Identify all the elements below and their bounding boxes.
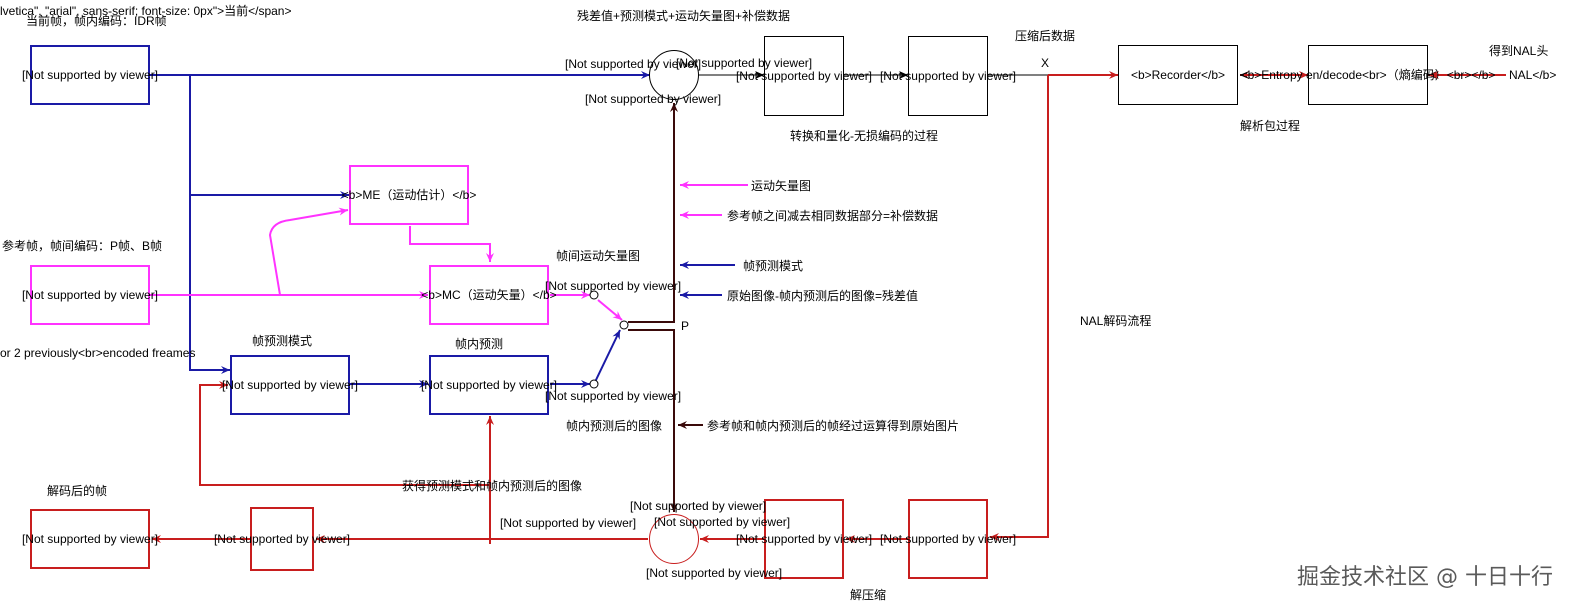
- entropy-box: <b>Entropy en/decode<br>（熵编码）<br></b>: [1241, 45, 1495, 105]
- decoded-box: [Not supported by viewer]: [22, 509, 158, 569]
- intra-pred-image-label: 帧内预测后的图像: [566, 419, 663, 433]
- nsv-label-bot-a: [Not supported by viewer]: [630, 499, 767, 513]
- recorder-box-text: <b>Recorder</b>: [1130, 68, 1226, 82]
- frame-pred-mode-right-label: 帧预测模式: [743, 259, 804, 273]
- entropy-box-text: <b>Entropy en/decode<br>（熵编码）<br></b>: [1240, 68, 1496, 82]
- ref-subtract-label: 参考帧之间减去相同数据部分=补偿数据: [727, 209, 939, 223]
- nsv-label-top-c: [Not supported by viewer]: [585, 92, 722, 106]
- quant-box-text: [Not supported by viewer]: [879, 69, 1017, 83]
- current-frame-label: 当前帧，帧内编码：IDR帧: [26, 14, 167, 28]
- filter-box: [Not supported by viewer]: [214, 507, 350, 571]
- sum-circle-bottom: [649, 514, 699, 564]
- recorder-box: <b>Recorder</b>: [1118, 45, 1238, 105]
- nsv-label-top-a: [Not supported by viewer]: [565, 57, 702, 71]
- decoded-frame-label: 解码后的帧: [47, 484, 108, 498]
- nsv-label-bot-b: [Not supported by viewer]: [500, 516, 637, 530]
- current-frame-box-text: [Not supported by viewer]: [21, 68, 159, 82]
- inter-mv-map-label: 帧间运动矢量图: [556, 249, 641, 263]
- ref-frame-box-text: [Not supported by viewer]: [21, 288, 159, 302]
- ref-frame-box: [Not supported by viewer]: [22, 265, 158, 325]
- edge-switch-to-sum: [628, 103, 678, 323]
- edge-quant-down: [990, 75, 1049, 541]
- ref-intra-desc-label: 参考帧和帧内预测后的帧经过运算得到原始图片: [707, 419, 960, 433]
- switch-node-intra: [589, 379, 599, 389]
- current-frame-box: [Not supported by viewer]: [22, 45, 158, 105]
- ref-frame-label: 参考帧，帧间编码：P帧、B帧: [2, 239, 163, 253]
- me-box-text: <b>ME（运动估计）</b>: [341, 188, 477, 202]
- nsv-label-mid-a: [Not supported by viewer]: [545, 279, 682, 293]
- intra-box-text: [Not supported by viewer]: [420, 378, 558, 392]
- inv-transform-box: [Not supported by viewer]: [736, 499, 872, 579]
- nal-end-label: NAL</b>: [1509, 68, 1557, 82]
- edge-switch-up: [594, 329, 621, 383]
- mc-box-text: <b>MC（运动矢量）</b>: [421, 288, 557, 302]
- nsv-label-bot-c: [Not supported by viewer]: [654, 515, 791, 529]
- nsv-label-top-b: [Not supported by viewer]: [676, 56, 813, 70]
- frame-pred-mode-label: 帧预测模式: [252, 334, 313, 348]
- encoded-frames-label: or 2 previously<br>encoded freames: [0, 346, 196, 360]
- x-mark-label: X: [1041, 56, 1050, 70]
- sum-circle-top: [649, 50, 699, 100]
- mc-box: <b>MC（运动矢量）</b>: [421, 265, 557, 325]
- nsv-label-bot-d: [Not supported by viewer]: [646, 566, 783, 580]
- intra-box: [Not supported by viewer]: [421, 355, 557, 415]
- transform-quant-label: 转换和量化-无损编码的过程: [790, 129, 938, 143]
- nsv-label-mid-b: [Not supported by viewer]: [545, 389, 682, 403]
- decoded-box-text: [Not supported by viewer]: [21, 532, 159, 546]
- transform-box-text: [Not supported by viewer]: [735, 69, 873, 83]
- blue-connectors: [150, 71, 735, 388]
- me-box: <b>ME（运动估计）</b>: [342, 165, 476, 225]
- compressed-data-label: 压缩后数据: [1015, 29, 1076, 43]
- quant-box: [Not supported by viewer]: [880, 36, 1016, 116]
- switch-node-p: [619, 320, 629, 330]
- transform-box: [Not supported by viewer]: [736, 36, 872, 116]
- edge-ref-to-me: [268, 207, 349, 296]
- edge-p-down: [628, 329, 678, 512]
- filter-box-text: [Not supported by viewer]: [213, 532, 351, 546]
- inv-quant-box: [Not supported by viewer]: [880, 499, 1016, 579]
- residual-desc-label: 原始图像-帧内预测后的图像=残差值: [727, 289, 919, 303]
- p-mark-label: P: [681, 319, 690, 333]
- mv-map-label: 运动矢量图: [751, 179, 812, 193]
- edge-to-pred: [199, 381, 490, 486]
- inv-transform-box-text: [Not supported by viewer]: [736, 532, 873, 546]
- get-nal-header-label: 得到NAL头: [1489, 44, 1549, 58]
- edge-me-to-mc: [409, 226, 494, 262]
- pred-mode-box-text: [Not supported by viewer]: [221, 378, 359, 392]
- nal-decode-flow-label: NAL解码流程: [1080, 314, 1152, 328]
- watermark: 掘金技术社区 @ 十日十行: [1297, 565, 1553, 590]
- residual-title-label: 残差值+预测模式+运动矢量图+补偿数据: [577, 9, 791, 23]
- edge-current-down: [150, 74, 230, 374]
- fragment-top-label: lvetica", "arial", sans-serif; font-size…: [0, 4, 292, 18]
- intra-pred-label: 帧内预测: [455, 337, 504, 351]
- edge-switch-pink: [597, 299, 623, 321]
- get-pred-mode-image-label: 获得预测模式和帧内预测后的图像: [402, 479, 583, 493]
- pink-connectors: [150, 181, 748, 321]
- parse-packet-label: 解析包过程: [1240, 119, 1301, 133]
- decompress-label: 解压缩: [850, 588, 887, 602]
- switch-node-mc: [589, 290, 599, 300]
- red-connectors: [152, 71, 1506, 544]
- inv-quant-box-text: [Not supported by viewer]: [880, 532, 1017, 546]
- pred-mode-box: [Not supported by viewer]: [222, 355, 358, 415]
